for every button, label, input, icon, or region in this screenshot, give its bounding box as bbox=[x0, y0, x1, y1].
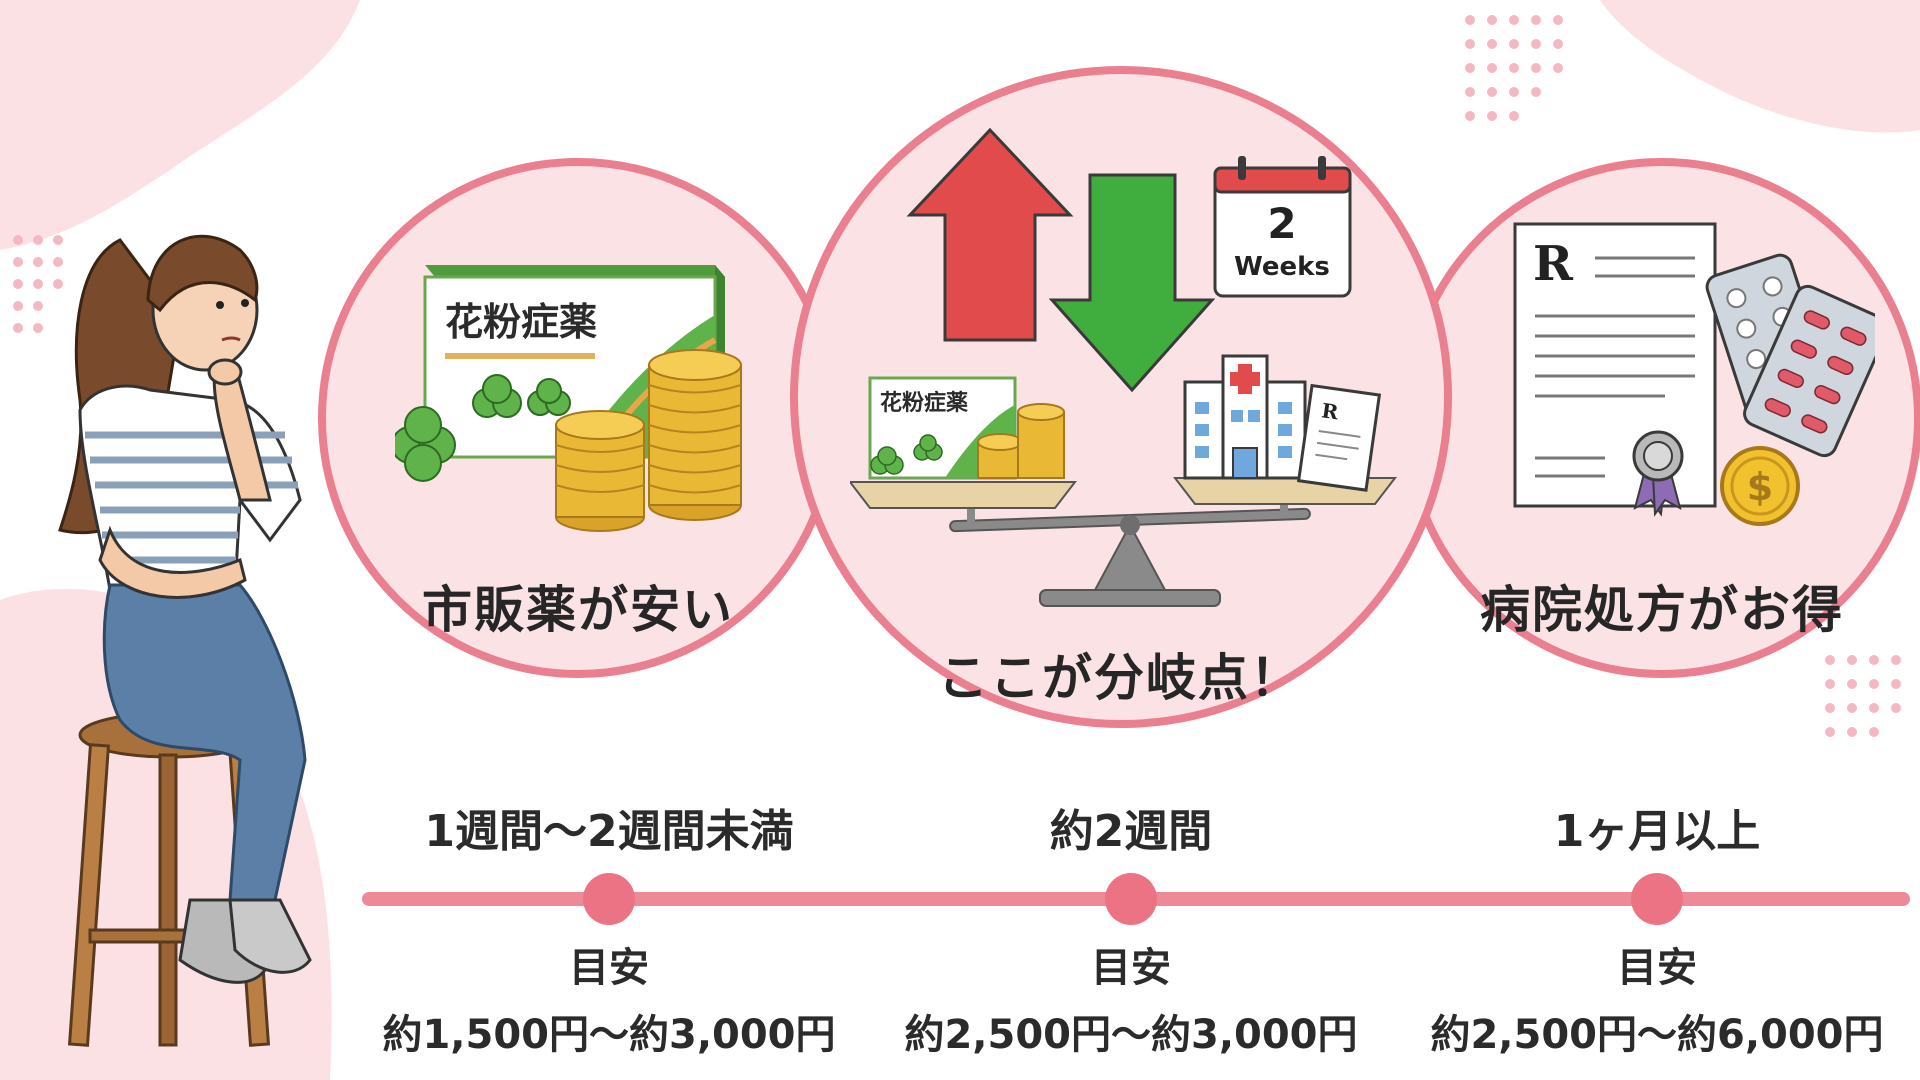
pill-blister-icon bbox=[1705, 253, 1875, 458]
down-arrow-icon bbox=[1048, 173, 1216, 393]
guide-label-2: 目安 bbox=[1091, 945, 1171, 991]
box-text: 花粉症薬 bbox=[445, 300, 597, 344]
balance-scale-icon bbox=[850, 477, 1398, 607]
certificate-seal-icon bbox=[1632, 430, 1684, 517]
medicine-box-icon: 花粉症薬 bbox=[395, 265, 742, 532]
price-range-1: 約1,500円〜約3,000円 bbox=[382, 1012, 836, 1058]
dollar-coin-icon: $ bbox=[1720, 446, 1800, 526]
clover-icon bbox=[395, 374, 571, 482]
svg-text:2: 2 bbox=[1267, 199, 1296, 248]
prescription-document-icon: R bbox=[1513, 222, 1717, 508]
balance-illustration: 2 Weeks 花粉症薬 bbox=[850, 127, 1398, 607]
timeline-dot-3 bbox=[1631, 873, 1683, 925]
timeline-dot-1 bbox=[583, 873, 635, 925]
svg-text:R: R bbox=[1320, 398, 1340, 424]
prescription-illustration: R $ bbox=[1513, 222, 1875, 526]
guide-label-1: 目安 bbox=[569, 945, 649, 991]
timeline-dot-2 bbox=[1105, 873, 1157, 925]
price-range-2: 約2,500円〜約3,000円 bbox=[904, 1012, 1358, 1058]
calendar-icon: 2 Weeks bbox=[1213, 156, 1352, 298]
medicine-box-small-icon: 花粉症薬 bbox=[868, 376, 1017, 480]
svg-text:$: $ bbox=[1747, 465, 1773, 509]
svg-text:花粉症薬: 花粉症薬 bbox=[880, 390, 968, 416]
period-label-2: 約2週間 bbox=[1049, 806, 1213, 857]
svg-text:Weeks: Weeks bbox=[1234, 252, 1330, 282]
prescription-better-label: 病院処方がお得 bbox=[1480, 581, 1844, 639]
thinking-woman-on-stool-icon bbox=[58, 234, 312, 1047]
guide-label-3: 目安 bbox=[1617, 945, 1697, 991]
branch-point-label: ここが分岐点！ bbox=[938, 649, 1302, 707]
coin-stack-small-icon bbox=[977, 403, 1065, 479]
hospital-icon bbox=[1183, 354, 1307, 480]
period-label-1: 1週間〜2週間未満 bbox=[424, 806, 794, 857]
period-label-3: 1ヶ月以上 bbox=[1553, 806, 1761, 857]
svg-text:R: R bbox=[1533, 236, 1574, 292]
price-range-3: 約2,500円〜約6,000円 bbox=[1430, 1012, 1884, 1058]
up-arrow-icon bbox=[906, 127, 1074, 342]
otc-cheaper-label: 市販薬が安い bbox=[422, 581, 734, 639]
coin-stack-icon bbox=[555, 349, 742, 532]
prescription-icon: R bbox=[1296, 383, 1382, 492]
